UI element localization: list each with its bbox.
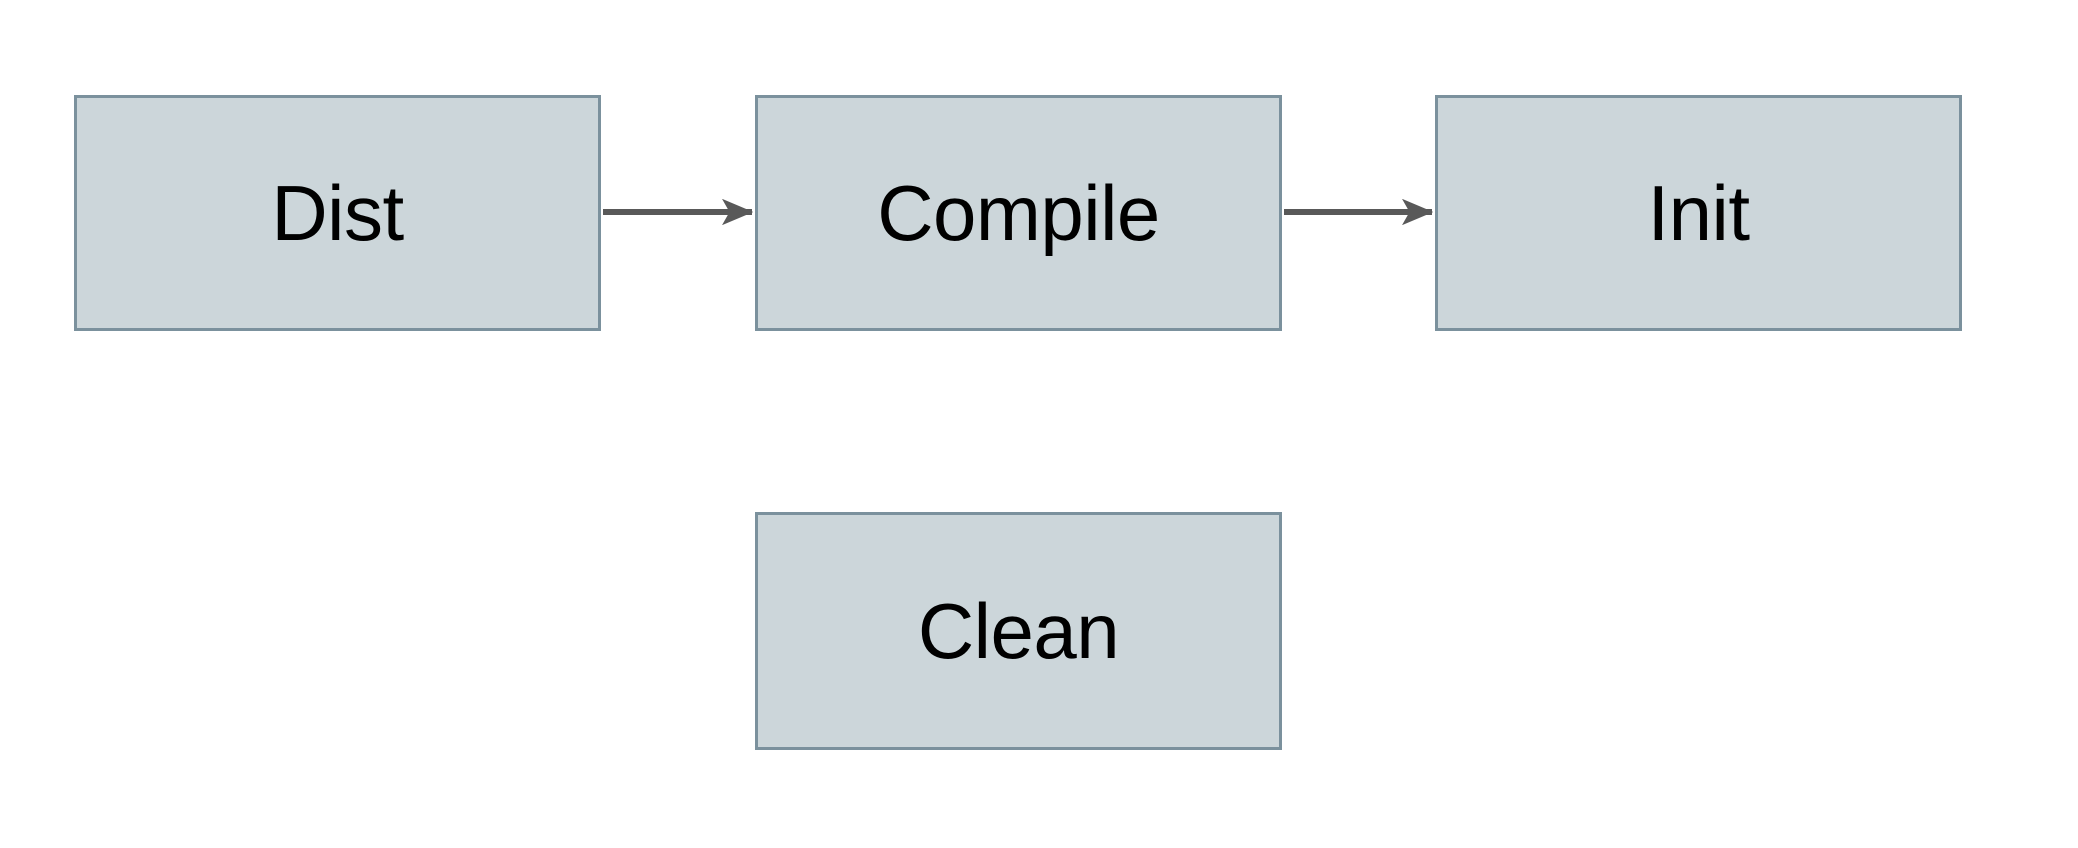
- node-compile-label: Compile: [877, 169, 1160, 257]
- node-init-label: Init: [1647, 169, 1750, 257]
- node-init[interactable]: Init: [1435, 95, 1962, 331]
- node-compile[interactable]: Compile: [755, 95, 1282, 331]
- node-clean-label: Clean: [917, 587, 1120, 675]
- node-dist-label: Dist: [271, 169, 404, 257]
- node-dist[interactable]: Dist: [74, 95, 601, 331]
- node-clean[interactable]: Clean: [755, 512, 1282, 750]
